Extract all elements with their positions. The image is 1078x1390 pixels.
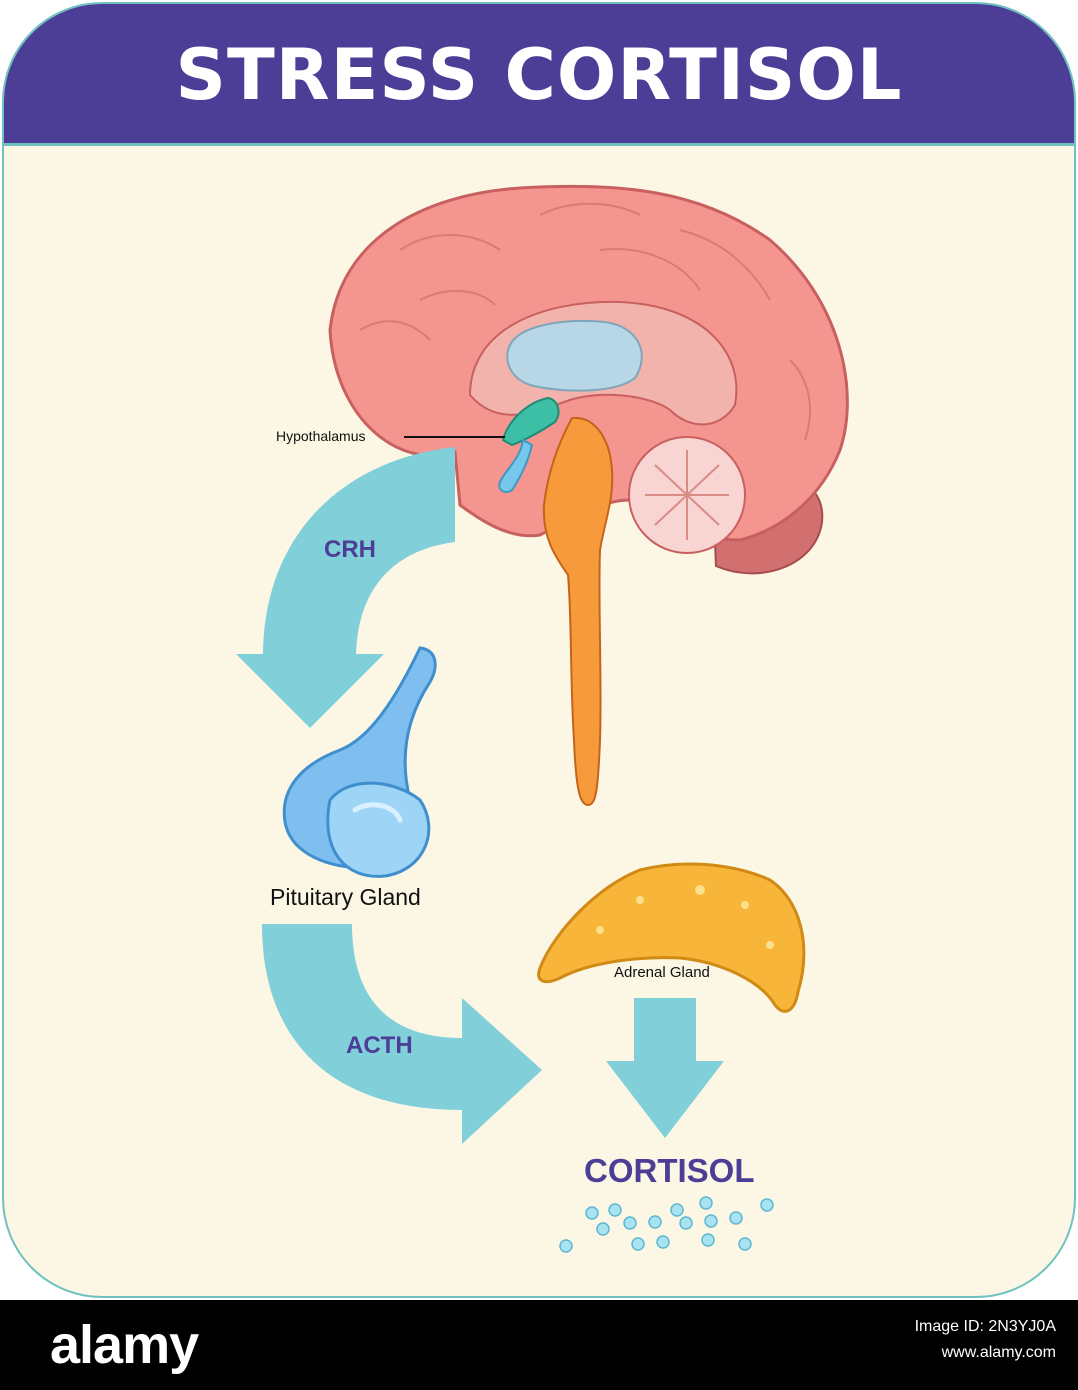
- pituitary-gland-label: Pituitary Gland: [270, 884, 421, 910]
- diagram-illustration: [236, 184, 849, 1253]
- acth-label: ACTH: [346, 1032, 413, 1059]
- image-id-text: Image ID: 2N3YJ0A: [914, 1318, 1056, 1335]
- cortisol-arrow: [606, 998, 724, 1138]
- cortisol-label: CORTISOL: [584, 1152, 755, 1189]
- footer-bar: alamy Image ID: 2N3YJ0A www.alamy.com: [0, 1300, 1078, 1390]
- brain-illustration: [328, 184, 849, 807]
- title-banner: STRESS CORTISOL: [4, 4, 1074, 146]
- brand-logo: alamy: [50, 1315, 199, 1375]
- crh-arrow: [236, 447, 455, 728]
- adrenal-gland-illustration: [537, 862, 806, 1013]
- adrenal-gland-label: Adrenal Gland: [614, 964, 710, 981]
- crh-label: CRH: [324, 536, 376, 563]
- pituitary-gland-illustration: [282, 646, 437, 878]
- acth-arrow: [262, 924, 542, 1144]
- website-text: www.alamy.com: [941, 1344, 1056, 1361]
- cortisol-molecules: [559, 1196, 774, 1253]
- page-title: STRESS CORTISOL: [175, 34, 903, 116]
- hypothalamus-label: Hypothalamus: [276, 428, 366, 444]
